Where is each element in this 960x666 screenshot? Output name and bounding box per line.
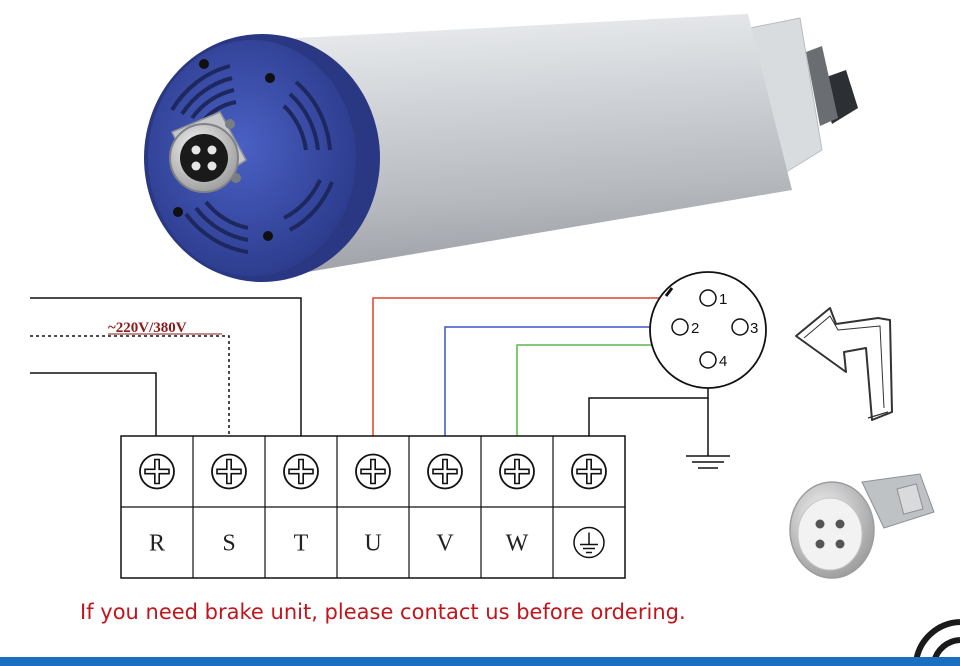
- brake-unit-note: If you need brake unit, please contact u…: [80, 600, 686, 624]
- spindle-connector: [169, 111, 247, 193]
- bottom-accent-bar: [0, 657, 960, 666]
- pointing-arrow-icon: [795, 307, 893, 421]
- connector-pin-3: 3: [731, 318, 758, 337]
- connector-pin-1: 1: [699, 289, 727, 308]
- connector-key: [664, 287, 674, 297]
- connector-pinout: 1 2 3 4: [649, 271, 767, 389]
- connector-plug-image: [789, 473, 935, 579]
- vent-grille: [170, 64, 334, 254]
- terminal-s: S: [211, 453, 247, 557]
- voltage-label: ~220V/380V: [108, 320, 187, 336]
- svg-text:4: 4: [719, 353, 727, 370]
- terminal-label: U: [364, 531, 381, 557]
- wire-s-input: [30, 335, 230, 436]
- terminal-label: T: [294, 531, 309, 557]
- terminal-block: R S T U V W: [120, 435, 626, 579]
- terminal-label: V: [436, 531, 454, 557]
- terminal-screw-icon: [571, 453, 607, 490]
- svg-text:2: 2: [691, 320, 699, 337]
- terminal-screw-icon: [139, 453, 175, 490]
- corner-signal-icon: [913, 619, 960, 663]
- terminal-r: R: [139, 453, 175, 557]
- terminal-screw-icon: [211, 453, 247, 490]
- terminal-screw-icon: [283, 453, 319, 490]
- terminal-label: S: [222, 531, 235, 557]
- connector-pin-4: 4: [699, 351, 727, 370]
- svg-text:3: 3: [750, 320, 758, 337]
- connector-pin-2: 2: [671, 318, 699, 337]
- terminal-label: R: [149, 531, 165, 557]
- ground-icon: [573, 526, 605, 559]
- wire-r-input: [30, 372, 157, 436]
- input-power-lines: [30, 297, 302, 436]
- terminal-ground: [571, 453, 607, 559]
- wire-u-to-pin1: [372, 297, 700, 436]
- terminal-screw-icon: [427, 453, 463, 490]
- cap-screws: [173, 59, 275, 241]
- terminal-screw-icon: [355, 453, 391, 490]
- terminal-w: W: [499, 453, 535, 557]
- wire-v-to-pin2: [444, 326, 672, 436]
- spindle-shaft: [806, 46, 858, 126]
- terminal-screw-icon: [499, 453, 535, 490]
- spindle-end-cap: [144, 34, 380, 282]
- earth-ground-symbol: [686, 398, 730, 469]
- terminal-u: U: [355, 453, 391, 557]
- spindle-motor-image: [144, 14, 858, 282]
- terminal-t: T: [283, 453, 319, 557]
- terminal-v: V: [427, 453, 463, 557]
- terminal-label: W: [506, 531, 529, 557]
- connector-outline: [649, 271, 767, 389]
- svg-text:1: 1: [719, 291, 727, 308]
- wire-t-input: [30, 297, 302, 436]
